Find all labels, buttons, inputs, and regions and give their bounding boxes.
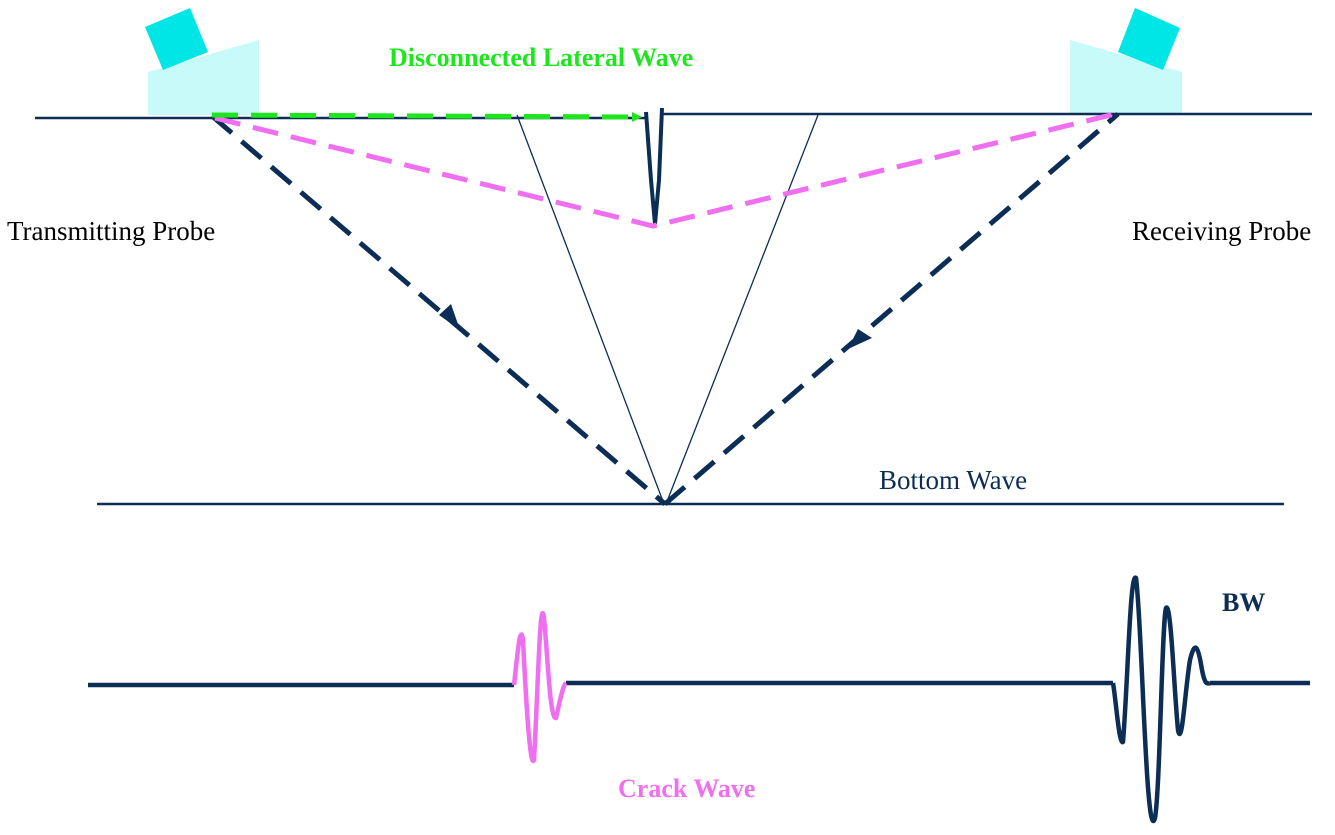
crack-wave-label: Crack Wave bbox=[618, 774, 756, 803]
bw-signal bbox=[1110, 575, 1211, 824]
receiving-probe-crystal bbox=[1118, 8, 1180, 70]
transmitting-probe bbox=[145, 8, 259, 115]
bw-label: BW bbox=[1222, 588, 1266, 617]
bottom-wave-label: Bottom Wave bbox=[879, 465, 1028, 495]
transmitting-probe-label: Transmitting Probe bbox=[7, 216, 216, 246]
receiving-probe-label: Receiving Probe bbox=[1132, 216, 1312, 246]
lateral-wave-label: Disconnected Lateral Wave bbox=[389, 43, 694, 72]
beam-edge-left bbox=[516, 114, 665, 505]
crack-wave-signal bbox=[511, 611, 568, 764]
transmitting-probe-crystal bbox=[145, 8, 208, 70]
surface-crack bbox=[644, 107, 664, 225]
receiving-probe-wedge bbox=[1070, 40, 1182, 115]
transmitting-probe-wedge bbox=[148, 40, 259, 115]
lateral-wave-path bbox=[211, 111, 642, 122]
crack-tip-path bbox=[214, 111, 1116, 229]
back-wall-path-up bbox=[663, 112, 1120, 506]
direction-arrow-up bbox=[848, 329, 872, 349]
beam-edge-right bbox=[665, 114, 819, 505]
receiving-probe bbox=[1070, 8, 1182, 115]
back-wall-path-down bbox=[210, 114, 667, 506]
direction-arrow-down bbox=[439, 304, 460, 330]
